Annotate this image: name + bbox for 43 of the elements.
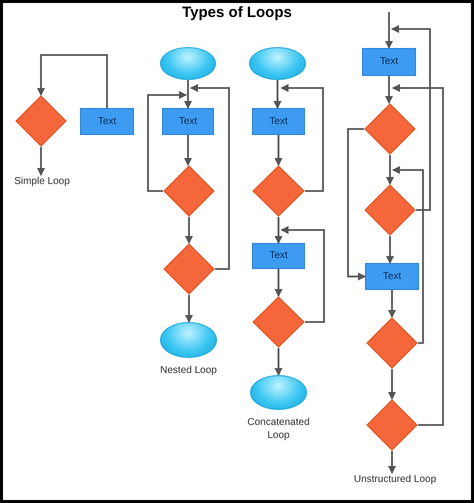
arrow	[386, 155, 394, 185]
arrow	[190, 84, 230, 270]
arrow	[184, 80, 192, 109]
arrow	[386, 236, 394, 264]
arrow	[185, 217, 193, 244]
arrow	[280, 226, 325, 323]
arrow	[274, 80, 282, 109]
loop-caption: Simple Loop	[14, 176, 70, 188]
loop-caption: Concatenated Loop	[246, 416, 311, 442]
process-box	[365, 263, 419, 290]
process-box	[252, 108, 305, 135]
box-label: Text	[178, 116, 198, 128]
arrow	[274, 348, 282, 376]
arrow	[280, 84, 324, 192]
arrow	[37, 54, 108, 108]
arrow	[274, 269, 282, 297]
arrow	[392, 84, 444, 426]
box-label: Text	[380, 56, 398, 68]
diagram-title: Types of Loops	[182, 3, 292, 23]
arrow	[385, 76, 393, 104]
arrow	[147, 91, 187, 192]
arrow	[392, 166, 424, 344]
arrow	[391, 25, 431, 211]
arrow	[388, 451, 396, 474]
box-label: Text	[382, 270, 402, 282]
arrow	[185, 295, 193, 323]
loop-caption: Unstructured Loop	[354, 474, 436, 486]
process-box	[80, 108, 134, 135]
arrow	[274, 217, 282, 244]
box-label: Text	[98, 116, 116, 128]
arrow	[388, 369, 396, 400]
arrow	[274, 135, 282, 166]
arrow	[385, 12, 393, 49]
arrow	[347, 128, 366, 280]
loop-caption: Nested Loop	[159, 364, 218, 377]
arrow	[37, 147, 45, 176]
arrow	[184, 135, 192, 166]
box-label: Text	[269, 250, 288, 262]
process-box	[362, 48, 416, 76]
process-box	[252, 243, 305, 269]
process-box	[162, 108, 214, 135]
arrow	[388, 290, 396, 318]
box-label: Text	[269, 116, 288, 128]
